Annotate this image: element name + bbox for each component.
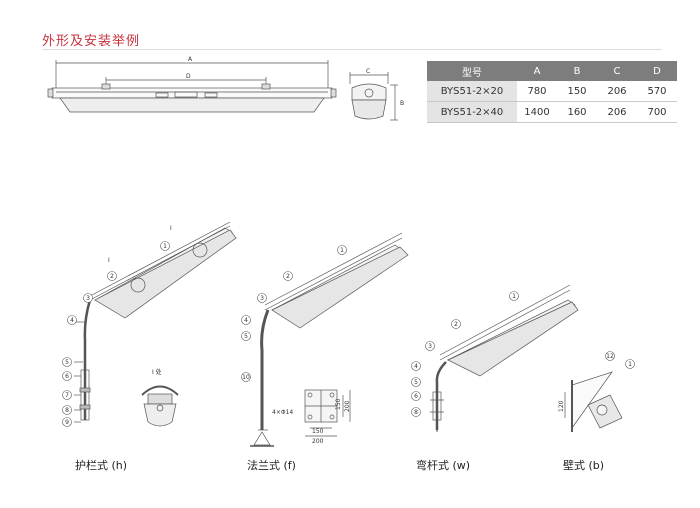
callout-circle (160, 241, 170, 251)
callout-number: 4 (414, 363, 418, 370)
spec-header-d: D (637, 61, 677, 81)
caption-b: 壁式 (b) (563, 459, 605, 472)
spec-header-a: A (517, 61, 557, 81)
callout-number: 12 (606, 353, 614, 360)
dim-d-label: D (186, 73, 191, 80)
table-cell: BYS51-2×20 (427, 81, 517, 102)
callout-circle (509, 291, 519, 301)
caption-f: 法兰式 (f) (247, 459, 296, 472)
callout-circle (257, 293, 267, 303)
callout-number: 4 (70, 317, 74, 324)
callout-circle (241, 372, 251, 382)
flange-holes-label: 4×Φ14 (272, 409, 293, 416)
callout-number: 8 (414, 409, 418, 416)
callout-circle (411, 377, 421, 387)
callout-circle (411, 391, 421, 401)
detail-mark-2: I (108, 257, 110, 264)
callout-number: 2 (454, 321, 458, 328)
callout-number: 6 (65, 373, 69, 380)
detail-mark-1: I (170, 225, 172, 232)
callout-circle (451, 319, 461, 329)
callout-circle (283, 271, 293, 281)
callout-circle (62, 417, 72, 427)
title-divider (42, 49, 662, 50)
callout-circle (62, 357, 72, 367)
callout-number: 2 (286, 273, 290, 280)
install-f-drawing (250, 232, 409, 447)
callout-circle (625, 359, 635, 369)
callout-number: 7 (65, 392, 69, 399)
callout-circle (107, 271, 117, 281)
caption-w: 弯杆式 (w) (416, 459, 471, 472)
flange-dim-150: 150 (312, 428, 324, 435)
callout-circle (337, 245, 347, 255)
table-cell: 780 (517, 81, 557, 102)
detail-i-label: I 处 (152, 368, 162, 376)
dim-c-label: C (366, 68, 370, 75)
table-cell: 1400 (517, 101, 557, 123)
callout-number: 2 (110, 273, 114, 280)
callout-circle (241, 315, 251, 325)
callout-number: 5 (244, 333, 248, 340)
callout-number: 5 (65, 359, 69, 366)
spec-table: 型号 A B C D BYS51-2×20 780 150 206 570 BY… (427, 61, 677, 123)
table-row: BYS51-2×40 1400 160 206 700 (427, 101, 677, 123)
callout-number: 1 (512, 293, 516, 300)
dim-b-label: B (400, 100, 404, 107)
spec-header-b: B (557, 61, 597, 81)
install-b-drawing (564, 371, 623, 432)
table-cell: 700 (637, 101, 677, 123)
flange-dim-200-v: 200 (344, 400, 351, 412)
spec-header-c: C (597, 61, 637, 81)
dim-a-label: A (188, 56, 193, 63)
callout-number: 1 (163, 243, 167, 250)
callout-circle (411, 361, 421, 371)
callout-number: 4 (244, 317, 248, 324)
callout-circle (62, 405, 72, 415)
front-view-drawing (47, 60, 337, 113)
callout-number: 8 (65, 407, 69, 414)
table-cell: 570 (637, 81, 677, 102)
install-h-drawing (74, 221, 237, 427)
install-w-drawing (430, 284, 579, 432)
side-view-drawing (349, 72, 398, 121)
wall-dim-120: 120 (558, 400, 565, 412)
callout-circle (62, 371, 72, 381)
table-row: BYS51-2×20 780 150 206 570 (427, 81, 677, 102)
callout-number: 1 (628, 361, 632, 368)
callout-number: 5 (414, 379, 418, 386)
table-cell: 160 (557, 101, 597, 123)
callouts (62, 241, 635, 427)
table-cell: BYS51-2×40 (427, 101, 517, 123)
callout-circle (605, 351, 615, 361)
callout-number: 3 (86, 295, 90, 302)
page-title: 外形及安装举例 (42, 34, 141, 49)
callout-circle (62, 390, 72, 400)
flange-dim-200: 200 (312, 438, 324, 445)
callout-circle (411, 407, 421, 417)
callout-number: 3 (260, 295, 264, 302)
callout-number: 9 (65, 419, 69, 426)
table-cell: 150 (557, 81, 597, 102)
callout-circle (83, 293, 93, 303)
callout-circle (67, 315, 77, 325)
table-cell: 206 (597, 81, 637, 102)
caption-h: 护栏式 (h) (75, 459, 128, 472)
callout-number: 10 (242, 374, 250, 381)
flange-dim-150-v: 150 (335, 398, 342, 410)
callout-number: 6 (414, 393, 418, 400)
callout-circle (425, 341, 435, 351)
table-cell: 206 (597, 101, 637, 123)
spec-header-model: 型号 (427, 61, 517, 81)
callout-number: 3 (428, 343, 432, 350)
callout-circle (241, 331, 251, 341)
callout-number: 1 (340, 247, 344, 254)
